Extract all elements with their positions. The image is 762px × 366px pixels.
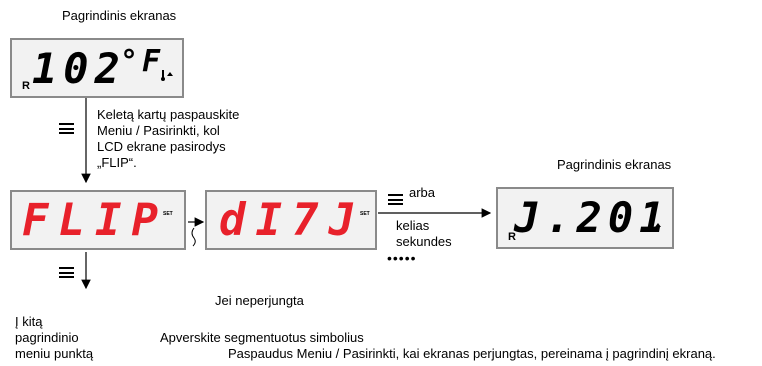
wait-dots: ••••• xyxy=(387,250,417,266)
next-item-line-2: pagrindinio xyxy=(15,330,79,345)
thermometer-icon xyxy=(649,221,661,232)
lcd-unit: °F xyxy=(120,44,165,79)
lcd-temperature: 102 xyxy=(32,44,126,93)
instruction-line-2: Meniu / Pasirinkti, kol xyxy=(97,123,220,138)
flip-caption: Apverskite segmentuotus simbolius xyxy=(160,330,364,345)
lcd-flipped-text: J.201 xyxy=(514,193,671,242)
menu-icon xyxy=(59,123,74,134)
lcd-flipped-indicator-r: R xyxy=(508,231,516,243)
arba-label: arba xyxy=(409,185,436,200)
lcd-flip-set: SET xyxy=(163,211,173,217)
lcd-direction-text: dI7J xyxy=(219,195,365,246)
wait-text-line-1: kelias xyxy=(396,218,430,233)
return-caption: Paspaudus Meniu / Pasirinkti, kai ekrana… xyxy=(228,346,716,361)
main-screen-label-top: Pagrindinis ekranas xyxy=(62,8,177,23)
lcd-main-screen: 102 °F R xyxy=(10,38,184,98)
menu-icon xyxy=(388,194,403,205)
lcd-direction-set: SET xyxy=(360,211,370,217)
next-item-line-3: meniu punktą xyxy=(15,346,94,361)
lcd-indicator-r: R xyxy=(22,80,30,92)
lcd-direction: dI7J SET xyxy=(205,190,377,250)
instruction-line-1: Keletą kartų paspauskite xyxy=(97,107,240,122)
main-screen-label-right: Pagrindinis ekranas xyxy=(557,157,672,172)
lcd-flip: FLIP SET xyxy=(10,190,186,250)
wait-text-line-2: sekundes xyxy=(396,234,452,249)
lcd-flip-text: FLIP xyxy=(22,195,168,246)
instruction-line-3: LCD ekrane pasirodys xyxy=(97,139,226,154)
menu-icon xyxy=(59,267,74,278)
loop-icon xyxy=(191,227,196,247)
thermometer-icon xyxy=(161,70,173,81)
next-item-line-1: Į kitą xyxy=(15,314,43,329)
not-switched-label: Jei neperjungta xyxy=(215,293,304,308)
instruction-line-4: „FLIP“. xyxy=(97,155,137,170)
lcd-flipped-screen: J.201 R xyxy=(496,187,674,249)
